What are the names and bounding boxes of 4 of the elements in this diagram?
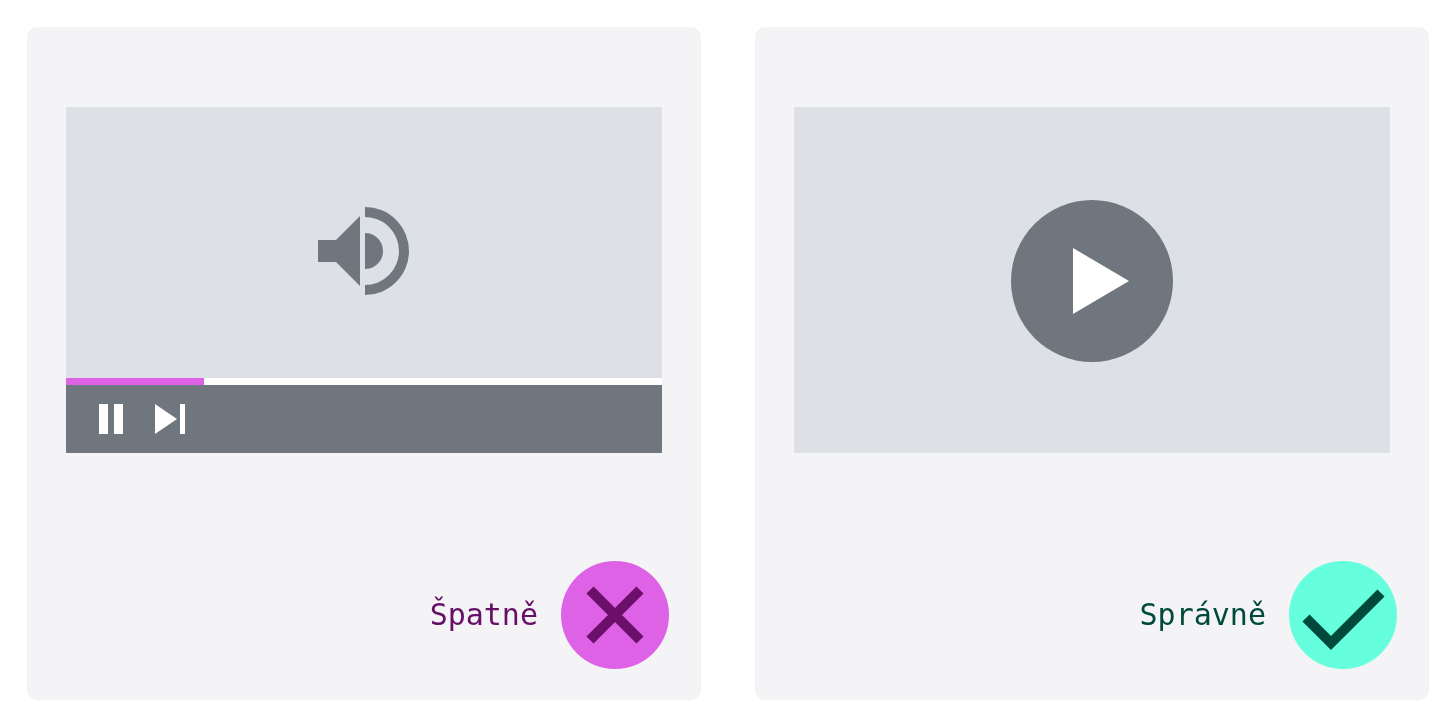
card: [755, 27, 1429, 700]
verdict-label: Správně: [1139, 597, 1266, 633]
card: [27, 27, 701, 700]
verdict-label: Špatně: [429, 597, 538, 633]
